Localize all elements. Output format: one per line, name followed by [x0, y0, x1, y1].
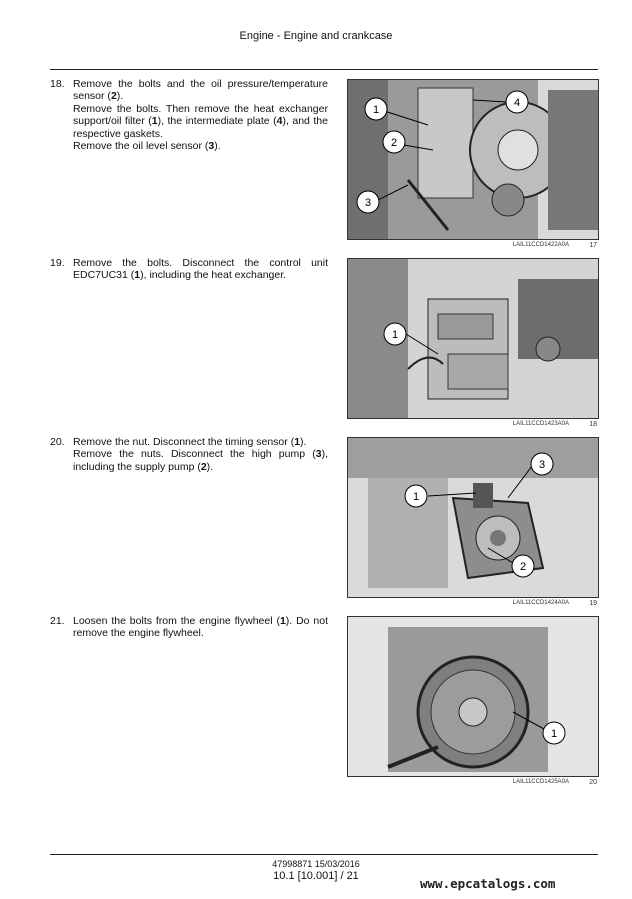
callout-1-marker: 1	[404, 484, 428, 508]
step-paragraph: Remove the bolts. Disconnect the control…	[73, 257, 328, 282]
figure-18-photo: 1	[347, 258, 599, 419]
figure-code: LAIL11CCD1424A0A	[512, 600, 569, 606]
figure-number: 19	[589, 600, 597, 607]
step-paragraph: Remove the oil level sensor (3).	[73, 140, 221, 153]
figure-code: LAIL11CCD1422A0A	[512, 242, 569, 248]
step-number: 18.	[50, 78, 65, 90]
figure-20-photo: 1	[347, 616, 599, 777]
step-21: 21. Loosen the bolts from the engine fly…	[50, 615, 328, 640]
svg-text:3: 3	[539, 459, 545, 471]
page-footer: 47998871 15/03/2016 10.1 [10.001] / 21	[200, 858, 432, 882]
svg-text:1: 1	[413, 491, 419, 503]
footer-page-number: 10.1 [10.001] / 21	[273, 870, 359, 882]
callout-4-marker: 4	[505, 90, 529, 114]
page-header-title: Engine - Engine and crankcase	[239, 30, 393, 42]
callout-1-marker: 1	[383, 322, 407, 346]
step-paragraph: Remove the nut. Disconnect the timing se…	[73, 436, 307, 448]
svg-text:1: 1	[392, 329, 398, 341]
svg-text:2: 2	[520, 561, 526, 573]
figure-number: 17	[589, 242, 597, 249]
figure-code: LAIL11CCD1425A0A	[512, 779, 569, 785]
callout-1-marker: 1	[364, 97, 388, 121]
figure-17-photo: 1 2 3 4	[347, 79, 599, 240]
header-rule	[50, 69, 598, 70]
svg-text:1: 1	[373, 104, 379, 116]
step-text: Remove the bolts and the oil pressure/te…	[73, 78, 328, 152]
footer-rule	[50, 854, 598, 855]
step-paragraph: Loosen the bolts from the engine flywhee…	[73, 615, 328, 640]
figure-number: 20	[589, 779, 597, 786]
callout-2-marker: 2	[511, 554, 535, 578]
step-20: 20. Remove the nut. Disconnect the timin…	[50, 436, 328, 473]
figure-19-photo: 1 2 3	[347, 437, 599, 598]
step-number: 20.	[50, 436, 65, 448]
figure-code: LAIL11CCD1423A0A	[512, 421, 569, 427]
footer-doc-id: 47998871 15/03/2016	[272, 859, 360, 869]
step-paragraph: Remove the bolts and the oil pressure/te…	[73, 78, 328, 103]
callout-2-marker: 2	[382, 130, 406, 154]
step-paragraph: Remove the bolts. Then remove the heat e…	[73, 102, 328, 140]
callout-1-marker: 1	[542, 721, 566, 745]
step-text: Remove the nut. Disconnect the timing se…	[73, 436, 328, 473]
svg-text:1: 1	[551, 728, 557, 740]
svg-text:4: 4	[514, 97, 520, 109]
step-paragraph: Remove the nuts. Disconnect the high pum…	[73, 448, 328, 473]
callout-3-marker: 3	[530, 452, 554, 476]
step-text: Loosen the bolts from the engine flywhee…	[73, 615, 328, 640]
step-number: 21.	[50, 615, 65, 627]
step-19: 19. Remove the bolts. Disconnect the con…	[50, 257, 328, 282]
step-text: Remove the bolts. Disconnect the control…	[73, 257, 328, 282]
figure-number: 18	[589, 421, 597, 428]
svg-text:2: 2	[391, 137, 397, 149]
callout-3-marker: 3	[356, 190, 380, 214]
svg-text:3: 3	[365, 197, 371, 209]
step-18: 18. Remove the bolts and the oil pressur…	[50, 78, 328, 152]
step-number: 19.	[50, 257, 65, 269]
watermark-link[interactable]: www.epcatalogs.com	[420, 876, 556, 891]
